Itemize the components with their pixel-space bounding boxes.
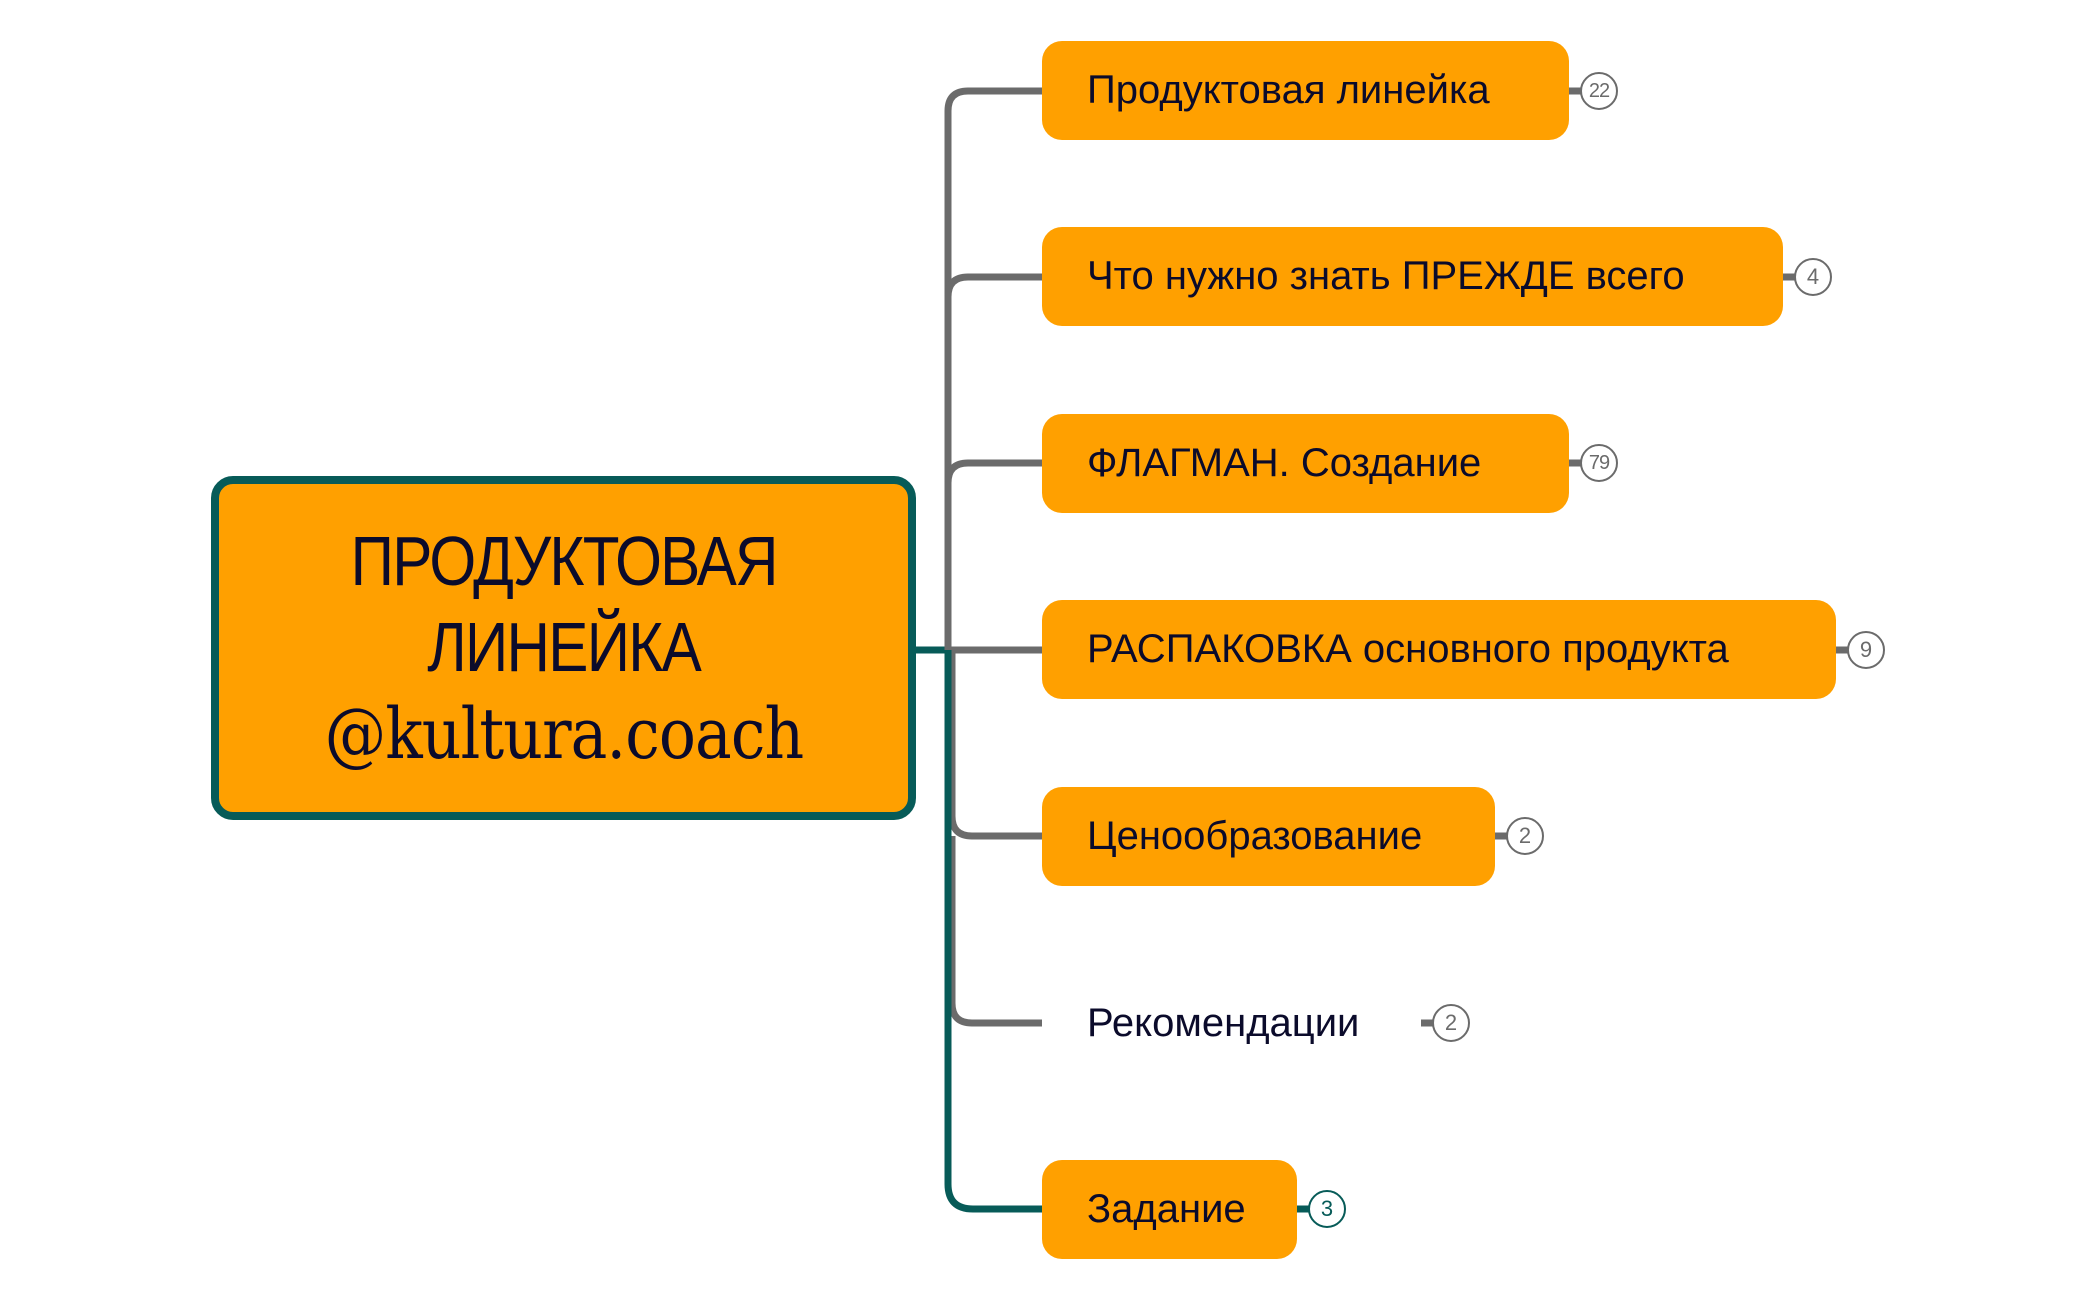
topic-label: Продуктовая линейка xyxy=(1087,68,1490,112)
topic-pricing[interactable]: Ценообразование xyxy=(1042,787,1495,886)
topic-label: Рекомендации xyxy=(1087,1001,1360,1045)
badge-count: 4 xyxy=(1806,264,1820,289)
central-topic-handle: @kultura.coach xyxy=(324,693,804,775)
badge-count: 2 xyxy=(1518,823,1532,848)
topic-label: Ценообразование xyxy=(1087,814,1423,858)
collapsed-count-badge[interactable]: 3 xyxy=(1308,1190,1346,1228)
topic-unpacking-main-product[interactable]: РАСПАКОВКА основного продукта xyxy=(1042,600,1836,699)
topic-label: РАСПАКОВКА основного продукта xyxy=(1087,627,1729,671)
topic-label: Что нужно знать ПРЕЖДЕ всего xyxy=(1087,254,1685,298)
topic-flagship-creation[interactable]: ФЛАГМАН. Создание xyxy=(1042,414,1569,513)
badge-count: 22 xyxy=(1588,79,1610,102)
badge-count: 2 xyxy=(1444,1010,1458,1035)
collapsed-count-badge[interactable]: 4 xyxy=(1794,258,1832,296)
badge-count: 3 xyxy=(1320,1196,1334,1221)
topic-label: Задание xyxy=(1087,1187,1246,1231)
collapsed-count-badge[interactable]: 9 xyxy=(1847,631,1885,669)
badge-count: 79 xyxy=(1588,451,1610,474)
topic-product-line[interactable]: Продуктовая линейка xyxy=(1042,41,1569,140)
collapsed-count-badge[interactable]: 2 xyxy=(1506,817,1544,855)
central-topic-title-line1: ПРОДУКТОВАЯ xyxy=(350,522,778,600)
topic-label: ФЛАГМАН. Создание xyxy=(1087,441,1482,485)
central-topic[interactable]: ПРОДУКТОВАЯ ЛИНЕЙКА @kultura.coach xyxy=(211,476,916,820)
collapsed-count-badge[interactable]: 22 xyxy=(1580,72,1618,110)
topic-know-first[interactable]: Что нужно знать ПРЕЖДЕ всего xyxy=(1042,227,1783,326)
topic-assignment[interactable]: Задание xyxy=(1042,1160,1297,1259)
central-topic-title-line2: ЛИНЕЙКА xyxy=(427,608,702,686)
collapsed-count-badge[interactable]: 2 xyxy=(1432,1004,1470,1042)
topic-recommendations[interactable]: Рекомендации xyxy=(1042,974,1421,1073)
collapsed-count-badge[interactable]: 79 xyxy=(1580,444,1618,482)
badge-count: 9 xyxy=(1859,637,1873,662)
